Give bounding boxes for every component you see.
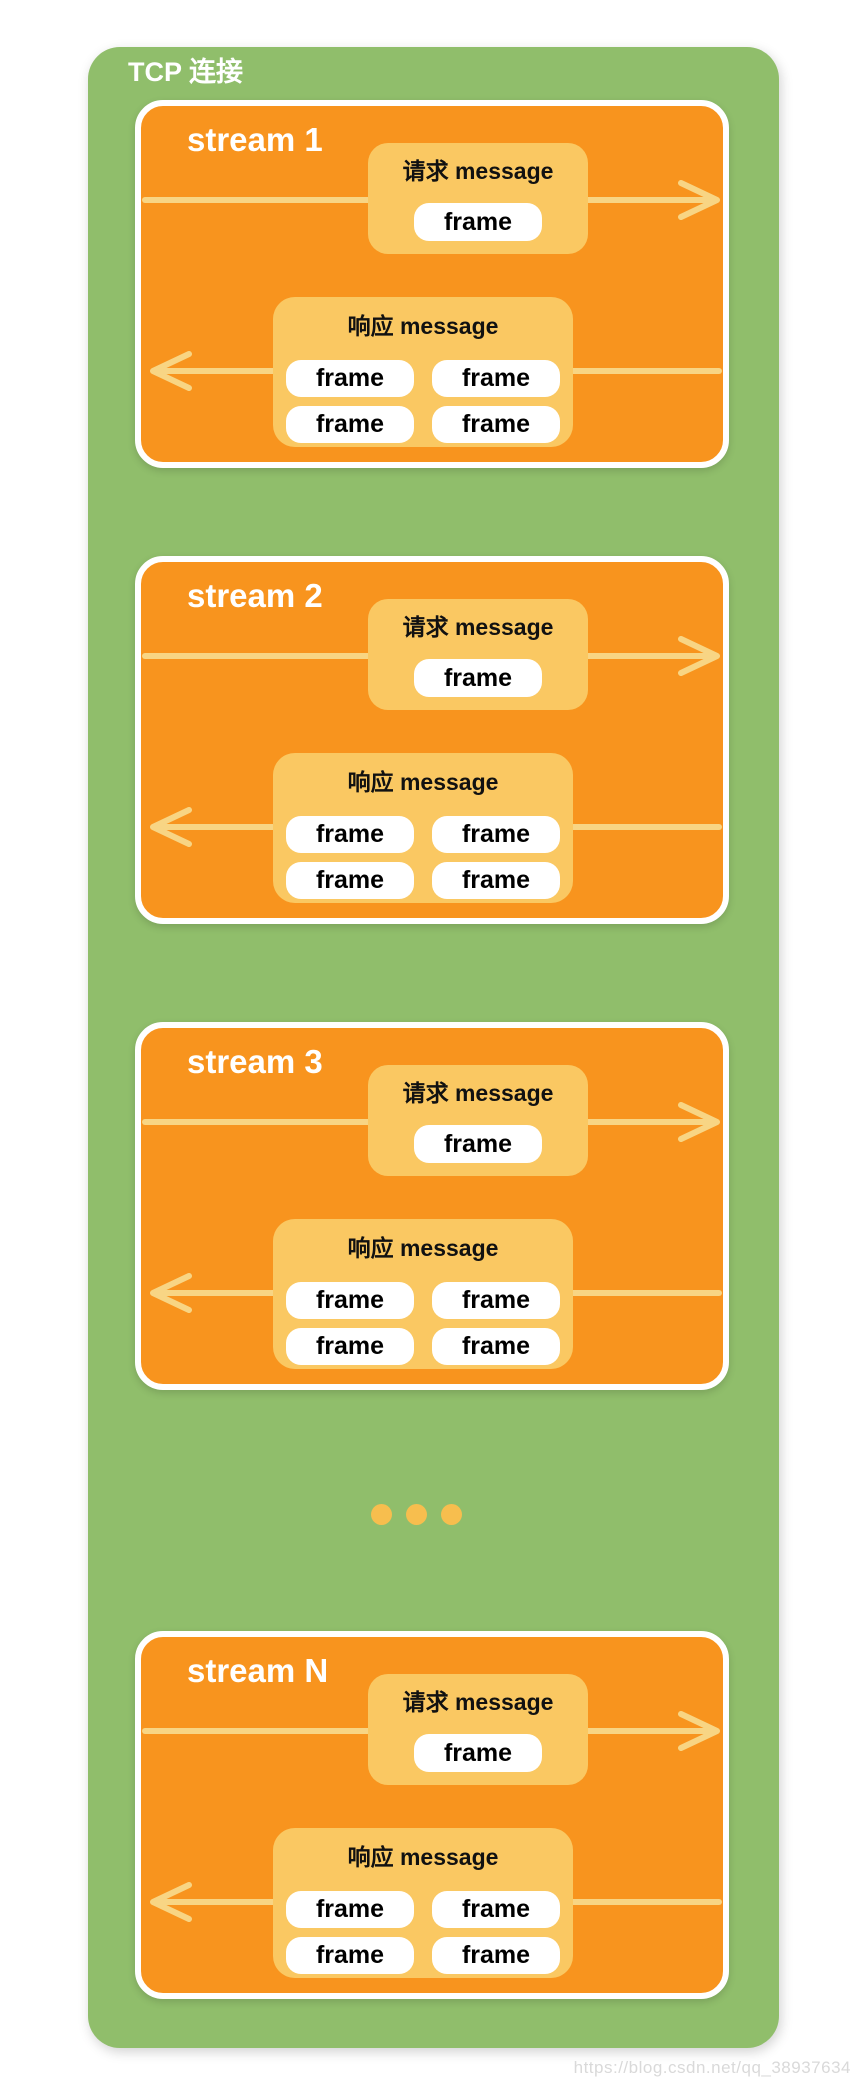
frame-pill: frame — [414, 1734, 542, 1772]
request-frames-group: frame — [368, 1734, 588, 1772]
request-message-title: 请求 message — [402, 158, 554, 184]
stream-label: stream 1 — [187, 121, 323, 158]
frame-pill: frame — [286, 1328, 414, 1365]
response-message-title: 响应 message — [347, 1844, 499, 1870]
response-message-title: 响应 message — [347, 1235, 499, 1261]
more-streams-ellipsis — [371, 1504, 462, 1525]
tcp-connection-container: TCP 连接 stream 1 请求 message frame 响应 mess… — [88, 47, 779, 2048]
response-frames-group: frame frame frame frame — [273, 1891, 573, 1974]
request-message-title: 请求 message — [402, 1080, 554, 1106]
frame-pill: frame — [432, 360, 560, 397]
frame-pill: frame — [432, 1328, 560, 1365]
stream-label: stream 3 — [187, 1043, 323, 1080]
frame-pill: frame — [414, 203, 542, 241]
stream-block-2: stream 2 请求 message frame 响应 message fra… — [135, 556, 729, 924]
stream-block-4: stream N 请求 message frame 响应 message fra… — [135, 1631, 729, 1999]
frame-pill: frame — [432, 1282, 560, 1319]
response-message-box: 响应 message frame frame frame frame — [273, 297, 573, 447]
response-message-title: 响应 message — [347, 313, 499, 339]
request-message-title: 请求 message — [402, 1689, 554, 1715]
response-message-title: 响应 message — [347, 769, 499, 795]
frame-pill: frame — [432, 1891, 560, 1928]
ellipsis-dot — [371, 1504, 392, 1525]
stream-label: stream N — [187, 1652, 329, 1689]
ellipsis-dot — [406, 1504, 427, 1525]
response-frames-group: frame frame frame frame — [273, 1282, 573, 1365]
frame-pill: frame — [286, 1937, 414, 1974]
request-message-box: 请求 message frame — [368, 1065, 588, 1176]
frame-pill: frame — [286, 1891, 414, 1928]
stream-block-1: stream 1 请求 message frame 响应 message fra… — [135, 100, 729, 468]
response-message-box: 响应 message frame frame frame frame — [273, 1828, 573, 1978]
request-message-title: 请求 message — [402, 614, 554, 640]
stream-block-3: stream 3 请求 message frame 响应 message fra… — [135, 1022, 729, 1390]
frame-pill: frame — [432, 1937, 560, 1974]
frame-pill: frame — [432, 862, 560, 899]
request-message-box: 请求 message frame — [368, 599, 588, 710]
response-message-box: 响应 message frame frame frame frame — [273, 1219, 573, 1369]
request-message-box: 请求 message frame — [368, 1674, 588, 1785]
request-frames-group: frame — [368, 1125, 588, 1163]
frame-pill: frame — [432, 816, 560, 853]
frame-pill: frame — [286, 1282, 414, 1319]
frame-pill: frame — [432, 406, 560, 443]
ellipsis-dot — [441, 1504, 462, 1525]
request-frames-group: frame — [368, 659, 588, 697]
response-message-box: 响应 message frame frame frame frame — [273, 753, 573, 903]
frame-pill: frame — [414, 659, 542, 697]
request-frames-group: frame — [368, 203, 588, 241]
stream-label: stream 2 — [187, 577, 323, 614]
request-message-box: 请求 message frame — [368, 143, 588, 254]
response-frames-group: frame frame frame frame — [273, 360, 573, 443]
frame-pill: frame — [286, 862, 414, 899]
frame-pill: frame — [286, 360, 414, 397]
frame-pill: frame — [286, 816, 414, 853]
response-frames-group: frame frame frame frame — [273, 816, 573, 899]
tcp-connection-label: TCP 连接 — [128, 57, 244, 87]
frame-pill: frame — [286, 406, 414, 443]
watermark-url: https://blog.csdn.net/qq_38937634 — [573, 2058, 851, 2077]
frame-pill: frame — [414, 1125, 542, 1163]
